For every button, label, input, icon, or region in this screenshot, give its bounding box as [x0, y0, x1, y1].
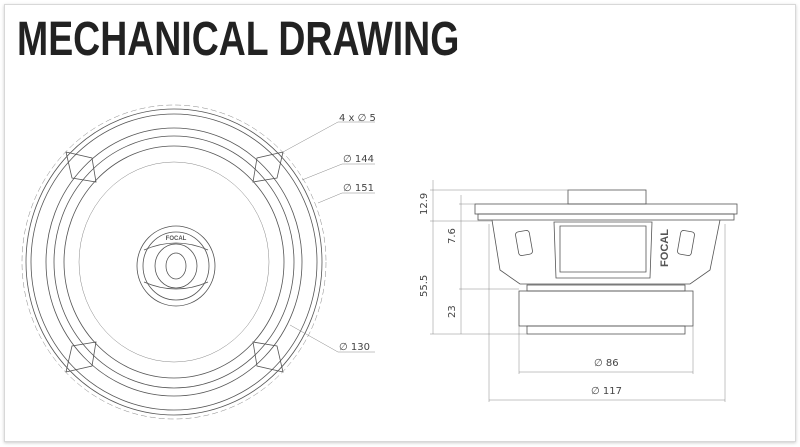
diameter-130-label: ∅ 130 [339, 342, 370, 353]
frame-offset-label: 7.6 [447, 228, 458, 244]
drawing-frame [4, 4, 796, 442]
brand-logo: FOCAL [166, 236, 187, 242]
basket-diameter-label: ∅ 117 [591, 386, 622, 397]
diameter-144-label: ∅ 144 [343, 154, 374, 165]
flange-height-label: 12.9 [419, 193, 430, 215]
tweeter: FOCAL [136, 225, 216, 307]
total-depth-label: 55.5 [419, 275, 430, 297]
front-view: FOCAL 4 x ∅ 5 ∅ 144 ∅ 151 ∅ 130 [21, 104, 376, 420]
magnet-diameter-label: ∅ 86 [594, 358, 619, 369]
mounting-tabs [65, 151, 284, 373]
mounting-holes-label: 4 x ∅ 5 [339, 113, 376, 124]
diameter-151-label: ∅ 151 [343, 183, 374, 194]
side-view: FOCAL 12.9 7.6 55.5 23 ∅ 86 ∅ 117 [419, 180, 738, 402]
brand-logo-side: FOCAL [659, 229, 671, 267]
magnet-height-label: 23 [447, 305, 458, 318]
page-title: MECHANICAL DRAWING [17, 13, 460, 66]
